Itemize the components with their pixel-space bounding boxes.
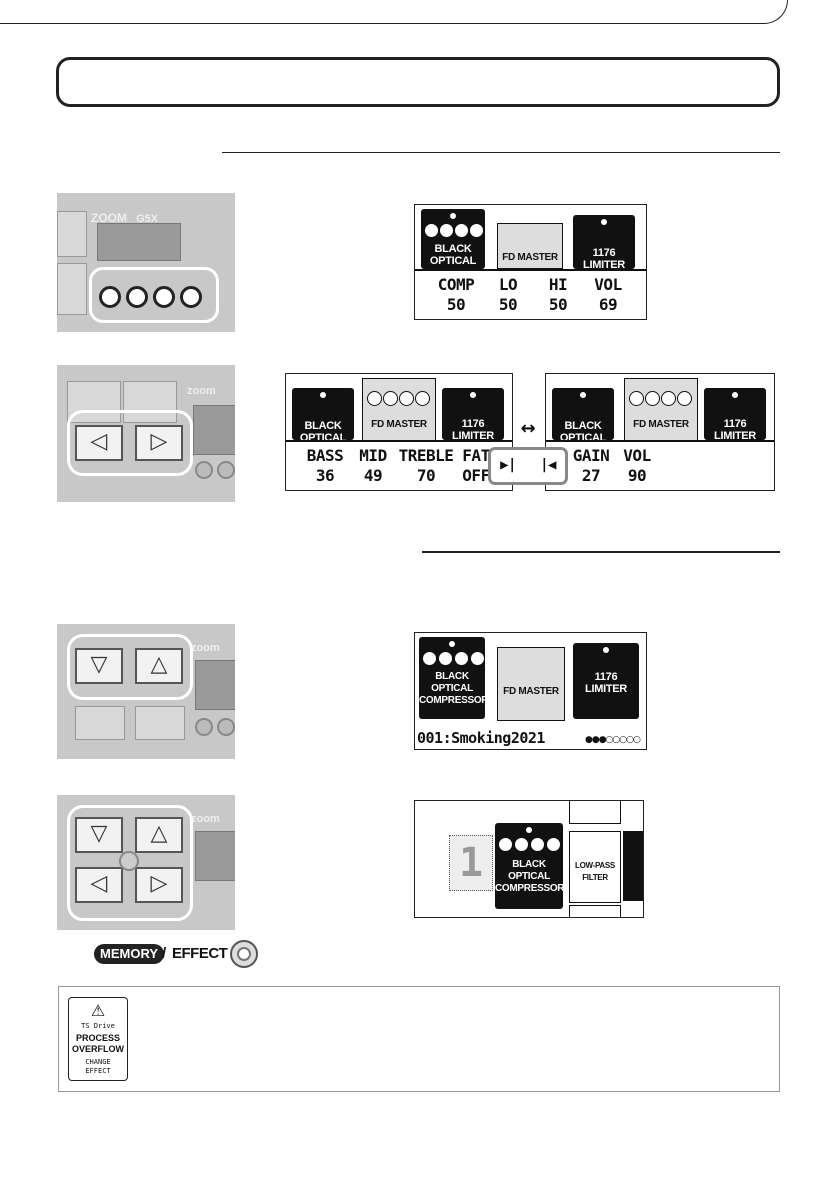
param-value: 50 <box>548 295 568 314</box>
pedal-fd-master: FD MASTER <box>497 647 565 721</box>
device-brand: ZOOM <box>91 211 127 225</box>
param-value: OFF <box>462 466 490 485</box>
pedal-name: BLACK OPTICAL COMPRESSOR <box>495 859 565 894</box>
pedal-name: FD MASTER <box>371 419 427 430</box>
icon-line1: TS Drive <box>81 1022 115 1030</box>
page-arrows-highlight: ▶| |◀ <box>488 447 568 485</box>
slash: / <box>162 945 167 962</box>
swap-arrow-icon: ↔ <box>520 418 536 439</box>
pedal-1176-limiter: 1176 LIMITER <box>704 388 766 442</box>
lcd-screen-c: BLACK OPTICAL COMPRESSOR FD MASTER 1176 … <box>414 632 647 750</box>
device-photo-up-down: zoom ▽ △ <box>57 624 235 759</box>
note-box <box>58 986 780 1092</box>
param-label: FAT <box>462 446 490 465</box>
param-label: BASS <box>306 446 344 465</box>
param-value: 90 <box>627 466 647 485</box>
left-button[interactable]: ◁ <box>75 425 123 461</box>
pedal-name: BLACK OPTICAL COMPRESSOR <box>419 671 489 706</box>
param-value: 36 <box>315 466 335 485</box>
effect-number: 1 <box>449 835 493 891</box>
effect-label: EFFECT <box>172 945 228 962</box>
memory-label: MEMORY <box>94 944 165 964</box>
pedal-name: 1176 LIMITER <box>714 418 756 442</box>
warning-icon: ⚠ <box>90 1001 106 1020</box>
icon-line3: OVERFLOW <box>72 1044 124 1054</box>
page-next-icon: ▶| <box>500 457 516 473</box>
up-button[interactable]: △ <box>135 817 183 853</box>
down-button[interactable]: ▽ <box>75 648 123 684</box>
pedal-1176-limiter: 1176 LIMITER <box>573 643 639 719</box>
lcd-screen-a: BLACK OPTICAL FD MASTER 1176 LIMITER COM… <box>414 204 647 320</box>
patch-name: 001:Smoking2021 <box>417 729 545 747</box>
icon-line4: CHANGE <box>85 1058 111 1066</box>
pedal-black-optical: BLACK OPTICAL <box>292 388 354 444</box>
pedal-name: 1176 LIMITER <box>583 247 625 271</box>
patch-position-dots: ●●●○○○○○ <box>585 735 641 745</box>
param-label: MID <box>359 446 387 465</box>
device-brand-4: zoom <box>191 813 220 825</box>
param-value: 70 <box>416 466 436 485</box>
device-model: G5X <box>136 213 159 225</box>
pedal-black-optical: BLACK OPTICAL <box>552 388 614 444</box>
page-corner-line <box>0 0 788 24</box>
param-value: 69 <box>598 295 618 314</box>
knob-4[interactable] <box>180 286 202 308</box>
param-label: GAIN <box>572 446 610 465</box>
section2-rule <box>422 551 780 553</box>
device-brand-2: zoom <box>187 385 216 397</box>
param-value: 27 <box>581 466 601 485</box>
pedal-black-optical-compressor: BLACK OPTICAL COMPRESSOR <box>419 637 489 719</box>
pedal-name: BLACK OPTICAL <box>429 243 477 267</box>
device-photo-left-right: zoom ◁ ▷ <box>57 365 235 502</box>
pedal-name: FD MASTER <box>502 252 558 263</box>
icon-line2: PROCESS <box>75 1033 120 1043</box>
pedal-black-optical-compressor: BLACK OPTICAL COMPRESSOR <box>495 823 565 909</box>
icon-line5: EFFECT <box>85 1067 111 1075</box>
pedal-1176-limiter: 1176 LIMITER <box>442 388 504 442</box>
process-overflow-screen: ⚠ TS Drive PROCESS OVERFLOW CHANGE EFFEC… <box>68 997 128 1081</box>
pedal-name: 1176 LIMITER <box>452 418 494 442</box>
page-prev-icon: |◀ <box>540 457 556 473</box>
param-label: COMP <box>437 275 475 294</box>
param-label: LO <box>498 275 518 294</box>
pedal-fd-master: FD MASTER <box>362 378 436 442</box>
left-button[interactable]: ◁ <box>75 867 123 903</box>
right-button[interactable]: ▷ <box>135 867 183 903</box>
knob-2[interactable] <box>126 286 148 308</box>
device-photo-knobs: ZOOM G5X <box>57 193 235 332</box>
section1-rule <box>222 152 780 153</box>
memory-effect-knob-icon[interactable] <box>230 940 258 968</box>
param-value: 50 <box>498 295 518 314</box>
pedal-name: LOW-PASS FILTER <box>575 861 615 882</box>
param-label: TREBLE <box>398 446 454 465</box>
right-button[interactable]: ▷ <box>135 425 183 461</box>
pedal-fd-master: FD MASTER <box>624 378 698 442</box>
lcd-screen-d: 1 BLACK OPTICAL COMPRESSOR LOW-PASS FILT… <box>414 800 644 918</box>
pedal-1176-limiter: 1176 LIMITER <box>573 215 635 271</box>
knob-1[interactable] <box>99 286 121 308</box>
param-value: 50 <box>446 295 466 314</box>
device-photo-four-buttons: zoom ▽ △ ◁ ▷ <box>57 795 235 930</box>
pedal-name: 1176 LIMITER <box>585 671 627 695</box>
pedal-black-optical: BLACK OPTICAL <box>421 209 485 269</box>
knob-3[interactable] <box>153 286 175 308</box>
lcd-screen-b-right: BLACK OPTICAL FD MASTER 1176 LIMITER GAI… <box>545 373 775 491</box>
pedal-name: FD MASTER <box>503 686 559 697</box>
down-button[interactable]: ▽ <box>75 817 123 853</box>
param-label: VOL <box>594 275 622 294</box>
pedal-fd-master: FD MASTER <box>497 223 563 269</box>
param-label: HI <box>548 275 568 294</box>
section-title-box <box>56 57 780 107</box>
device-brand-3: zoom <box>191 642 220 654</box>
pedal-low-pass-filter: LOW-PASS FILTER <box>569 831 621 903</box>
pedal-name: FD MASTER <box>633 419 689 430</box>
param-value: 49 <box>363 466 383 485</box>
param-label: VOL <box>623 446 651 465</box>
up-button[interactable]: △ <box>135 648 183 684</box>
lcd-screen-b-left: BLACK OPTICAL FD MASTER 1176 LIMITER BAS… <box>285 373 513 491</box>
